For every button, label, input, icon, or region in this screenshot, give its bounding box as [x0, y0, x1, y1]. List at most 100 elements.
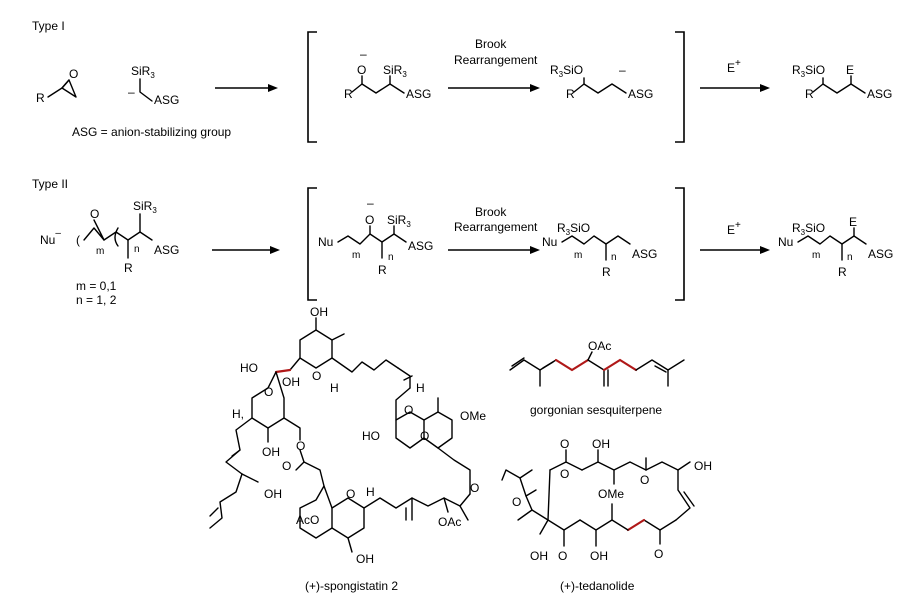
svg-text:R3SiO: R3SiO	[792, 63, 825, 79]
brook-label-line2: Rearrangement	[454, 53, 538, 67]
svg-text:ASG: ASG	[154, 243, 179, 257]
svg-text:E: E	[846, 63, 854, 77]
svg-text:E: E	[849, 215, 857, 229]
svg-text:OAc: OAc	[588, 339, 611, 353]
brook-label-line1: Brook	[475, 37, 507, 51]
svg-text:OH: OH	[694, 459, 712, 473]
svg-text:R3SiO: R3SiO	[792, 221, 825, 237]
brook-arrow	[448, 246, 540, 254]
svg-text:O: O	[282, 459, 291, 473]
svg-text:OAc: OAc	[438, 515, 461, 529]
type-2-label: Type II	[32, 177, 68, 191]
svg-text:ASG: ASG	[406, 87, 431, 101]
svg-text:O: O	[654, 547, 663, 561]
svg-text:OH: OH	[356, 552, 374, 566]
epoxide-silyl-chain: ( O m n R SiR3 ASG	[76, 199, 179, 275]
svg-text:OMe: OMe	[460, 409, 486, 423]
svg-text:SiR3: SiR3	[383, 63, 407, 79]
svg-text:AcO: AcO	[296, 513, 319, 527]
bracket-right	[675, 187, 685, 301]
svg-text:OMe: OMe	[598, 487, 624, 501]
svg-text:R3SiO: R3SiO	[550, 63, 583, 79]
brook-label-line1: Brook	[475, 205, 507, 219]
svg-text:O: O	[404, 403, 413, 417]
svg-text:O: O	[560, 437, 569, 451]
svg-text:HO: HO	[240, 361, 258, 375]
asg-definition: ASG = anion-stabilizing group	[72, 125, 231, 139]
svg-text:R: R	[566, 87, 575, 101]
svg-text:ASG: ASG	[868, 247, 893, 261]
svg-text:O: O	[420, 429, 429, 443]
svg-text:OH: OH	[282, 375, 300, 389]
svg-text:O: O	[312, 369, 321, 383]
svg-text:m: m	[96, 246, 104, 257]
svg-text:OH: OH	[590, 549, 608, 563]
bracket-right	[675, 31, 685, 143]
svg-text:R: R	[124, 261, 133, 275]
svg-text:ASG: ASG	[628, 87, 653, 101]
svg-text:n: n	[388, 252, 394, 263]
reaction-arrow	[212, 246, 280, 254]
svg-text:HO: HO	[362, 429, 380, 443]
svg-text:OH: OH	[264, 487, 282, 501]
type-1-product: R3SiO R E ASG	[792, 63, 892, 101]
electrophile-arrow	[700, 246, 770, 254]
type-2-alkoxide-intermediate: Nu m O – n R SiR3 ASG	[318, 196, 433, 277]
m-values: m = 0,1	[76, 279, 117, 293]
svg-text:m: m	[574, 250, 582, 261]
silyl-ether-carbanion: R3SiO R – ASG	[550, 63, 653, 101]
type-1-label: Type I	[32, 19, 65, 33]
epoxide-structure: R O	[36, 67, 78, 105]
svg-text:–: –	[367, 196, 374, 210]
svg-text:Nu: Nu	[542, 235, 557, 249]
type-1-section: Type I R O SiR3 ASG – ASG = anion-stabil…	[32, 19, 892, 143]
svg-text:n: n	[847, 252, 853, 263]
nucleophile-label: Nu–	[40, 228, 61, 247]
svg-text:H,: H,	[232, 407, 244, 421]
svg-text:n: n	[134, 244, 140, 255]
tedanolide-structure: O O OH OMe O OH O OH O OH O (+)-tedanoli…	[501, 437, 712, 593]
svg-text:Nu: Nu	[778, 235, 793, 249]
svg-text:O: O	[357, 63, 366, 77]
svg-text:R: R	[344, 87, 353, 101]
svg-text:Nu: Nu	[318, 235, 333, 249]
spongistatin-structure: OH O H HO OH O H, O OH OH O AcO O H OH	[209, 305, 486, 593]
reaction-arrow	[215, 84, 278, 92]
svg-text:ASG: ASG	[632, 247, 657, 261]
svg-text:R: R	[602, 265, 611, 279]
svg-text:O: O	[558, 549, 567, 563]
svg-text:R3SiO: R3SiO	[557, 221, 590, 237]
electrophile-label: E+	[727, 220, 741, 237]
svg-text:H: H	[330, 381, 339, 395]
svg-text:–: –	[360, 47, 367, 61]
svg-text:ASG: ASG	[154, 93, 179, 107]
svg-text:R: R	[838, 265, 847, 279]
svg-text:OH: OH	[262, 445, 280, 459]
type-2-product: R3SiO Nu m n R E ASG	[778, 215, 893, 279]
svg-text:ASG: ASG	[408, 239, 433, 253]
bracket-left	[307, 31, 317, 143]
svg-text:O: O	[90, 207, 99, 221]
svg-text:OH: OH	[530, 549, 548, 563]
svg-text:R: R	[378, 263, 387, 277]
svg-text:OH: OH	[310, 305, 328, 319]
svg-text:O: O	[640, 473, 649, 487]
type-2-section: Type II Nu– ( O m n R SiR3 ASG m = 0,1 n…	[32, 177, 893, 307]
gorgonian-structure: OAc gorgonian sesquiterpene	[509, 339, 685, 417]
svg-text:O: O	[470, 481, 479, 495]
bracket-left	[307, 187, 317, 301]
svg-text:O: O	[264, 385, 273, 399]
svg-text:ASG: ASG	[867, 87, 892, 101]
svg-text:R: R	[805, 87, 814, 101]
tedanolide-name: (+)-tedanolide	[560, 579, 635, 593]
svg-text:O: O	[346, 487, 355, 501]
svg-text:(: (	[76, 233, 80, 247]
gorgonian-name: gorgonian sesquiterpene	[530, 403, 662, 417]
svg-text:R: R	[36, 91, 45, 105]
svg-text:SiR3: SiR3	[131, 64, 155, 80]
svg-text:H: H	[366, 485, 375, 499]
svg-text:O: O	[512, 495, 521, 509]
svg-text:O: O	[296, 439, 305, 453]
brook-label-line2: Rearrangement	[454, 220, 538, 234]
svg-text:n: n	[611, 252, 617, 263]
